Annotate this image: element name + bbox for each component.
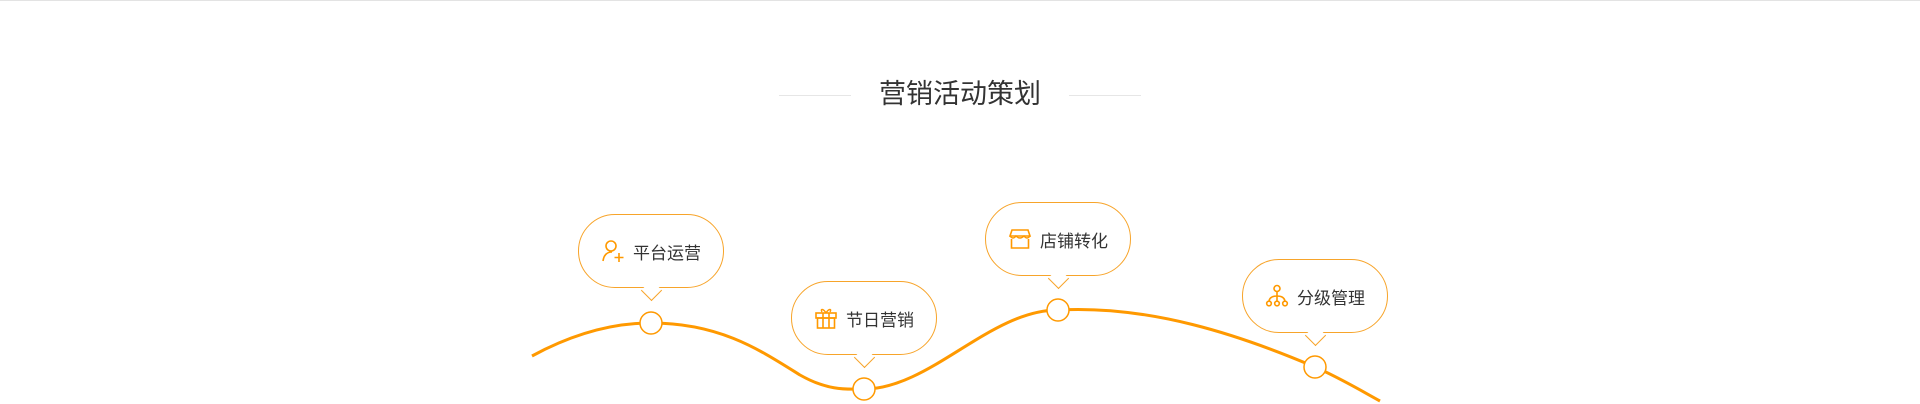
hierarchy-icon (1265, 284, 1289, 307)
user-add-icon (602, 240, 624, 262)
step-label: 店铺转化 (1040, 231, 1108, 252)
step-tier-management[interactable]: 分级管理 (1242, 259, 1388, 347)
step-label: 节日营销 (846, 310, 914, 331)
step-platform-operation[interactable]: 平台运营 (578, 214, 724, 302)
step-label: 分级管理 (1297, 288, 1365, 309)
timeline-node (852, 377, 876, 401)
title-left-line (779, 95, 851, 96)
title-right-line (1069, 95, 1141, 96)
timeline-node (639, 311, 663, 335)
section-title: 营销活动策划 (879, 79, 1041, 110)
gift-icon (815, 308, 837, 329)
step-store-conversion[interactable]: 店铺转化 (985, 202, 1131, 290)
step-label: 平台运营 (633, 243, 701, 264)
timeline-node (1046, 298, 1070, 322)
step-holiday-marketing[interactable]: 节日营销 (791, 281, 937, 369)
top-divider (0, 0, 1920, 1)
store-icon (1008, 229, 1032, 249)
timeline-node (1303, 355, 1327, 379)
